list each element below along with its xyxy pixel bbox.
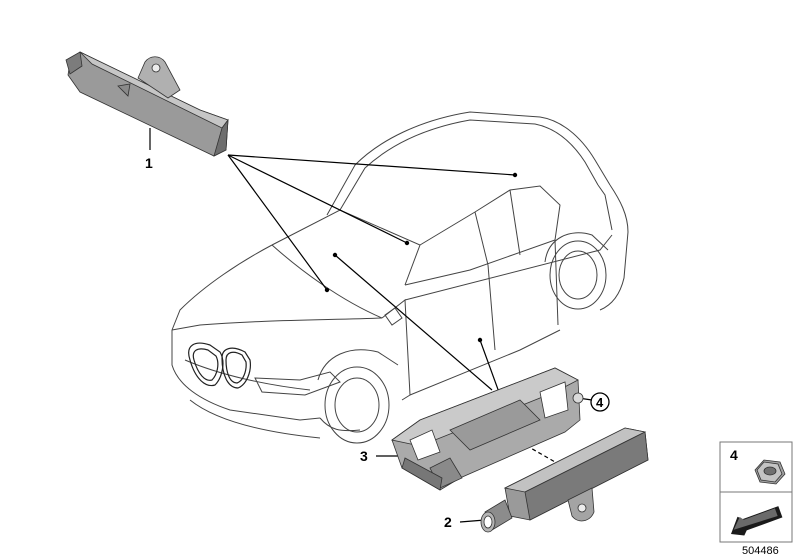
hex-nut-icon	[754, 459, 786, 485]
leader-part3-dash	[334, 254, 493, 391]
sensor-module-icon	[480, 427, 649, 533]
target-dot-door	[477, 337, 483, 343]
legend-part-number: 4	[730, 447, 738, 463]
target-dot-roof	[512, 172, 518, 178]
target-dot-windshield-low	[324, 287, 330, 293]
target-dot-windshield-top	[404, 240, 410, 246]
leader-dots	[324, 172, 518, 343]
orientation-arrow-icon	[730, 506, 783, 536]
callout-part2: 2	[444, 514, 452, 530]
kidney-grille	[188, 342, 251, 389]
diagram-number: 504486	[742, 545, 779, 557]
leader-part1-roof	[227, 154, 516, 176]
leader-part1-windshield-top	[227, 154, 408, 244]
callout-part1: 1	[145, 155, 153, 171]
callout-part4-circled: 4	[596, 395, 604, 410]
leader-part1-windshield-low	[227, 154, 328, 291]
car-outline	[171, 111, 629, 444]
bracket-icon	[391, 367, 584, 491]
leader-lines	[149, 128, 593, 523]
antenna-module-icon	[65, 51, 229, 157]
leader-part3-door	[479, 339, 501, 396]
callout-part4-circle	[590, 392, 610, 412]
target-dot-dash	[332, 252, 338, 258]
callout-part3: 3	[360, 448, 368, 464]
